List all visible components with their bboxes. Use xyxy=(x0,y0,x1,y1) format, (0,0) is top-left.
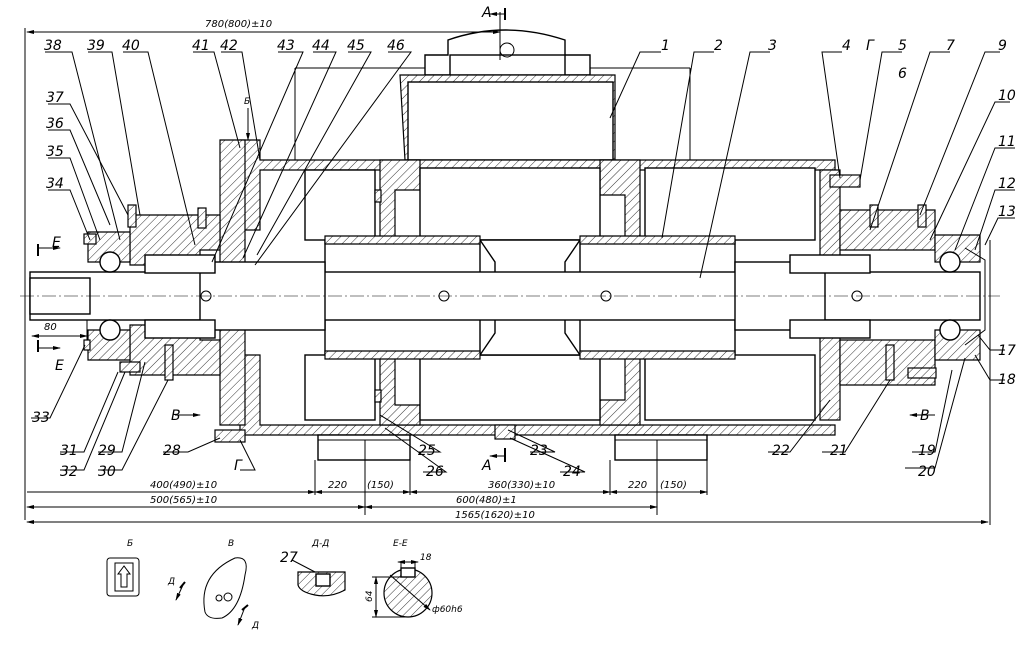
dim-shaft-80: 80 xyxy=(44,322,57,333)
label-23: 23 xyxy=(530,443,548,459)
label-46: 46 xyxy=(387,38,405,54)
label-18: 18 xyxy=(998,372,1016,388)
bolt-28 xyxy=(214,429,246,443)
label-25: 25 xyxy=(418,443,436,459)
label-40: 40 xyxy=(122,38,140,54)
section-a-top: А xyxy=(481,5,492,21)
part-labels: 38 39 40 41 42 43 44 45 46 37 36 35 34 1… xyxy=(32,38,1016,480)
label-22: 22 xyxy=(772,443,790,459)
dim-overall-top: 780(800)±10 xyxy=(205,19,272,30)
leader-lines xyxy=(31,51,1015,473)
view-ee-dim-diam: ф60h6 xyxy=(432,605,463,615)
stud-lower xyxy=(374,389,382,403)
left-bearing-assembly xyxy=(83,204,221,381)
view-ee-dim-64: 64 xyxy=(365,590,375,602)
stud-upper xyxy=(374,189,382,203)
label-38: 38 xyxy=(44,38,62,54)
view-v-d-mark-2: Д xyxy=(251,621,259,631)
detail-view-v: В Д Д xyxy=(167,539,259,631)
dim-500: 500(565)±10 xyxy=(150,495,217,506)
label-43: 43 xyxy=(277,38,295,54)
label-9: 9 xyxy=(998,38,1007,54)
detail-view-b: Б xyxy=(106,539,140,597)
label-27: 27 xyxy=(280,550,298,566)
view-ee-dim-18: 18 xyxy=(420,553,432,563)
dim-600: 600(480)±1 xyxy=(456,495,517,506)
label-32: 32 xyxy=(60,464,78,480)
detail-view-dd: Д-Д 27 xyxy=(280,539,346,597)
section-marks: А А Б В В Г Е Е xyxy=(37,5,935,474)
label-42: 42 xyxy=(220,38,238,54)
view-ee-title: Е-Е xyxy=(393,539,408,549)
label-6: 6 xyxy=(898,66,907,82)
label-11: 11 xyxy=(998,134,1016,150)
section-e-top: Е xyxy=(52,235,61,251)
detail-view-ee: Е-Е 18 64 ф60h6 xyxy=(365,539,463,618)
label-2: 2 xyxy=(714,38,723,54)
label-g-top: Г xyxy=(866,38,875,54)
section-e-bottom: Е xyxy=(55,358,64,374)
dim-150-left: (150) xyxy=(367,480,394,491)
drain-bolt xyxy=(494,424,516,440)
label-17: 17 xyxy=(998,343,1016,359)
label-37: 37 xyxy=(46,90,64,106)
label-41: 41 xyxy=(192,38,210,54)
dim-400: 400(490)±10 xyxy=(150,480,217,491)
label-36: 36 xyxy=(46,116,64,132)
dim-360: 360(330)±10 xyxy=(488,480,555,491)
label-39: 39 xyxy=(87,38,105,54)
label-29: 29 xyxy=(98,443,116,459)
label-26: 26 xyxy=(426,464,444,480)
dim-1565: 1565(1620)±10 xyxy=(455,510,535,521)
view-dd-title: Д-Д xyxy=(311,539,329,549)
section-g-bottom: Г xyxy=(234,458,243,474)
label-33: 33 xyxy=(32,410,50,426)
section-v-left: В xyxy=(171,408,181,424)
dimension-lines xyxy=(24,12,991,525)
view-v-d-mark-1: Д xyxy=(167,577,175,587)
dimension-texts: 780(800)±10 80 220 (150) 360(330)±10 220… xyxy=(44,19,687,521)
section-v-right: В xyxy=(920,408,930,424)
label-28: 28 xyxy=(163,443,181,459)
label-20: 20 xyxy=(918,464,936,480)
rotor-shaft xyxy=(20,235,1000,360)
label-4: 4 xyxy=(842,38,851,54)
label-35: 35 xyxy=(46,144,64,160)
dim-150-right: (150) xyxy=(660,480,687,491)
label-3: 3 xyxy=(768,38,777,54)
right-bearing-assembly xyxy=(789,174,986,386)
label-7: 7 xyxy=(946,38,955,54)
housing xyxy=(219,29,841,461)
label-30: 30 xyxy=(98,464,116,480)
dim-220-right: 220 xyxy=(628,480,647,491)
label-44: 44 xyxy=(312,38,330,54)
label-31: 31 xyxy=(60,443,78,459)
label-10: 10 xyxy=(998,88,1016,104)
label-13: 13 xyxy=(998,204,1016,220)
label-12: 12 xyxy=(998,176,1016,192)
label-1: 1 xyxy=(661,38,670,54)
label-24: 24 xyxy=(563,464,581,480)
section-a-bottom: А xyxy=(481,458,492,474)
label-5: 5 xyxy=(898,38,907,54)
label-34: 34 xyxy=(46,176,64,192)
label-45: 45 xyxy=(347,38,365,54)
label-21: 21 xyxy=(830,443,848,459)
view-b-title: Б xyxy=(127,539,133,549)
view-v-title: В xyxy=(228,539,234,549)
label-19: 19 xyxy=(918,443,936,459)
dim-220-left: 220 xyxy=(328,480,347,491)
section-b-mark: Б xyxy=(244,97,250,107)
